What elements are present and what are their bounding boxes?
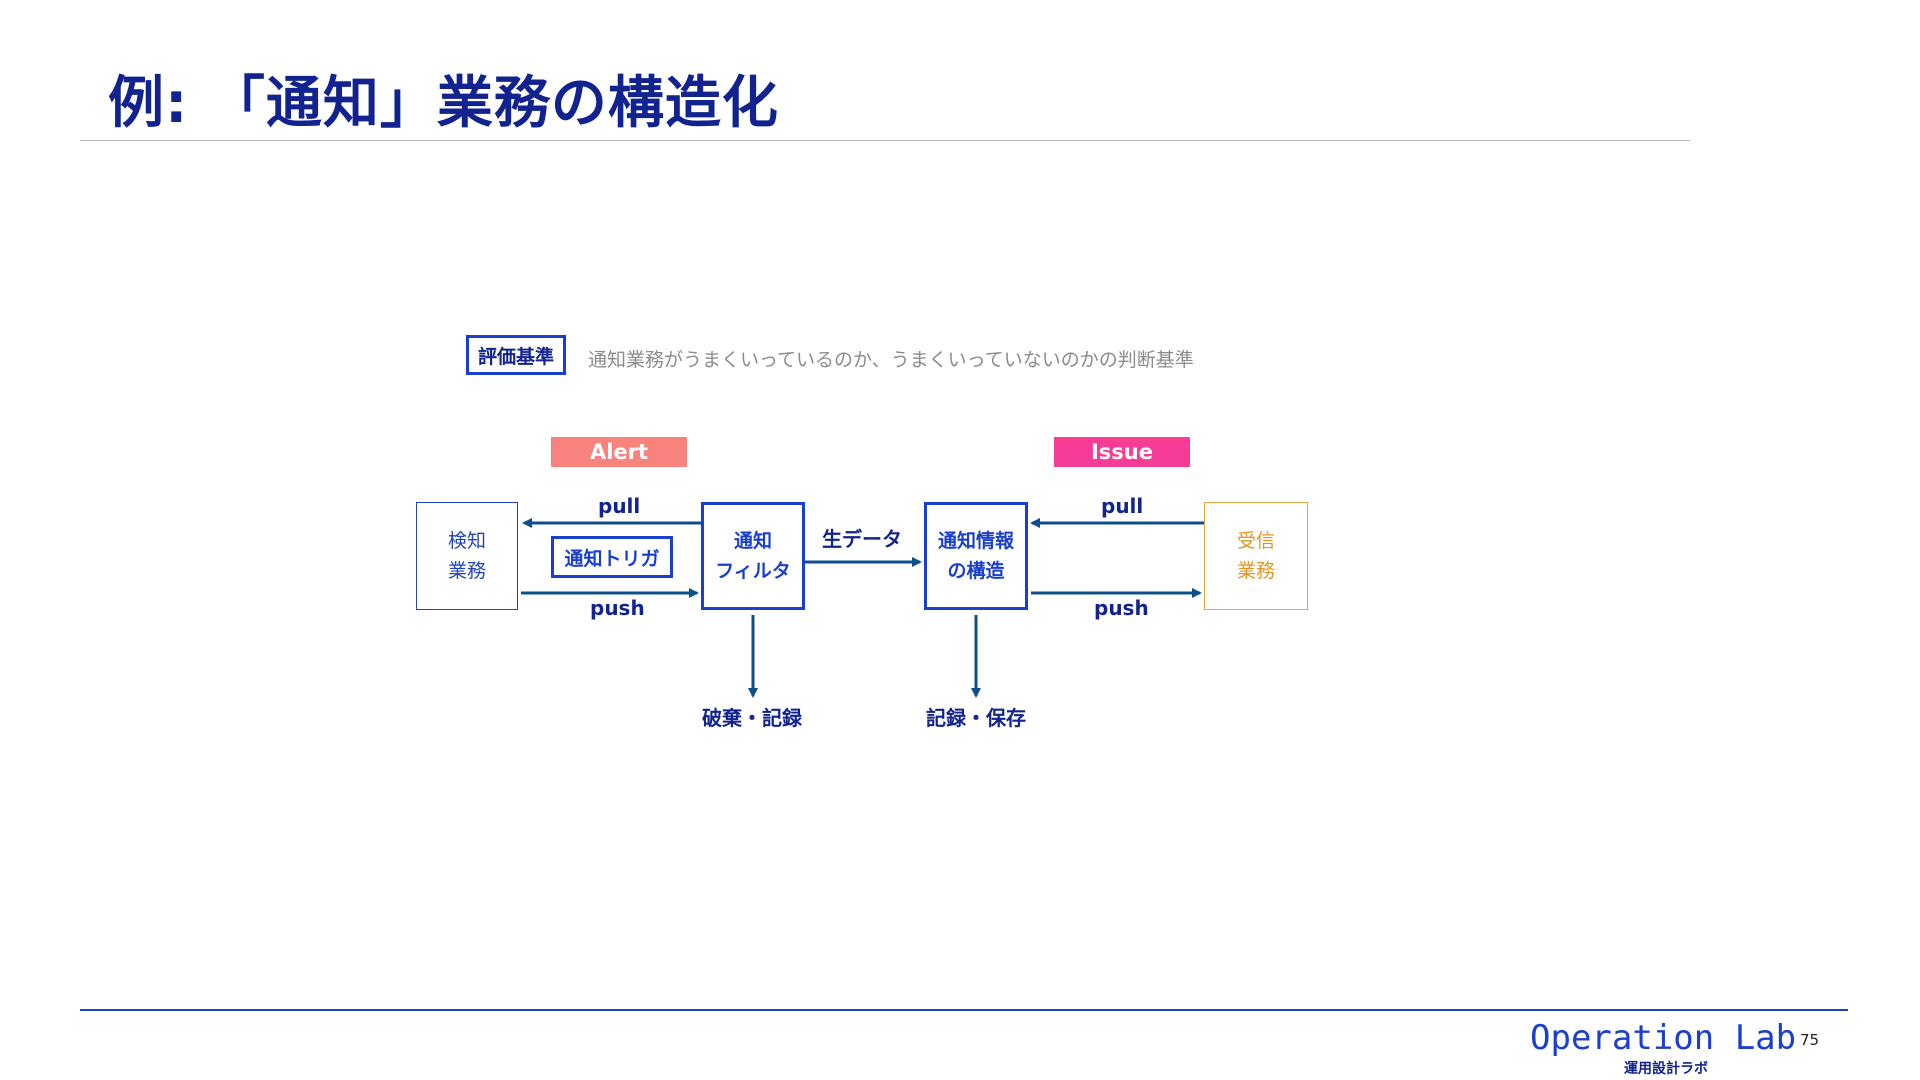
label-record-store: 記録・保存 — [926, 706, 1026, 730]
label-push-right: push — [1094, 596, 1149, 620]
label-push-left: push — [590, 596, 645, 620]
alert-badge: Alert — [551, 437, 687, 467]
footer-divider — [80, 1009, 1848, 1011]
brand-logo: Operation Lab — [1530, 1018, 1797, 1058]
node-filter: 通知 フィルタ — [701, 502, 805, 610]
trigger-label: 通知トリガ — [551, 536, 673, 578]
page-number: 75 — [1800, 1031, 1820, 1049]
criteria-description: 通知業務がうまくいっているのか、うまくいっていないのかの判断基準 — [588, 349, 1194, 371]
node-structure: 通知情報 の構造 — [924, 502, 1028, 610]
label-pull-left: pull — [598, 494, 641, 518]
page-title: 例: 「通知」業務の構造化 — [108, 71, 779, 136]
brand-subtitle: 運用設計ラボ — [1624, 1061, 1708, 1077]
title-divider — [80, 140, 1690, 141]
node-receive: 受信 業務 — [1204, 502, 1308, 610]
issue-badge: Issue — [1054, 437, 1190, 467]
node-detect: 検知 業務 — [416, 502, 518, 610]
label-pull-right: pull — [1101, 494, 1144, 518]
label-discard-record: 破棄・記録 — [702, 706, 802, 730]
label-raw-data: 生データ — [822, 527, 902, 551]
criteria-label: 評価基準 — [466, 335, 566, 375]
